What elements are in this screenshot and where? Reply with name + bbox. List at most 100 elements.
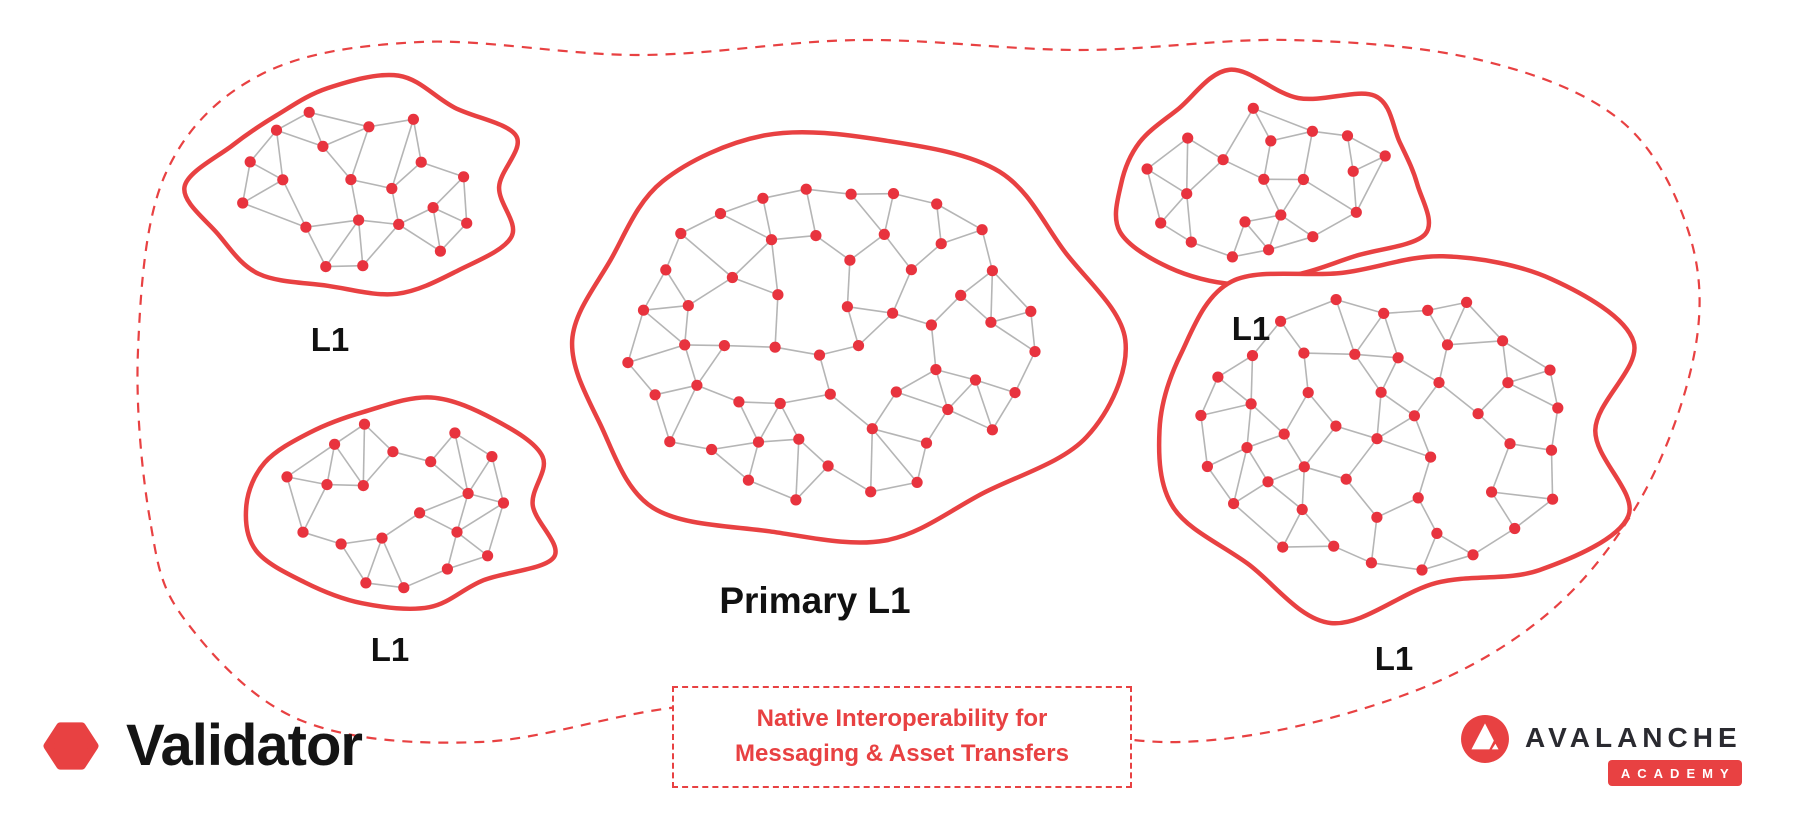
- peer-edge: [398, 223, 441, 252]
- peer-edge: [1267, 481, 1303, 511]
- peer-edge: [1191, 241, 1233, 258]
- cluster-top-right: [1113, 67, 1432, 287]
- validator-node: [1509, 522, 1521, 535]
- validator-node: [774, 397, 786, 410]
- peer-edge: [391, 119, 415, 189]
- peer-edge: [1302, 178, 1357, 213]
- peer-edge: [1376, 437, 1431, 458]
- validator-node: [920, 437, 933, 449]
- peer-edge: [462, 176, 468, 224]
- peer-edge: [1333, 545, 1372, 564]
- validator-node: [718, 340, 731, 352]
- peer-edge: [333, 443, 364, 487]
- peer-edge: [642, 309, 686, 346]
- peer-edge: [846, 260, 851, 307]
- validator-node: [691, 379, 703, 391]
- validator-node: [844, 254, 856, 266]
- validator-node: [1350, 206, 1362, 218]
- validator-node: [335, 538, 347, 550]
- validator-node: [1302, 387, 1314, 399]
- validator-node: [482, 550, 494, 562]
- peer-edge: [1014, 351, 1036, 393]
- peer-edge: [340, 543, 367, 584]
- peer-edge: [1509, 442, 1552, 451]
- peer-edge: [1283, 433, 1305, 468]
- validator-node: [321, 479, 333, 491]
- peer-edge: [305, 226, 327, 267]
- validator-node: [986, 265, 999, 277]
- peer-edge: [1253, 107, 1313, 133]
- peer-edge: [731, 239, 773, 279]
- peer-edge: [1346, 135, 1354, 172]
- peer-edge: [419, 512, 458, 533]
- validator-node: [281, 471, 293, 483]
- peer-edge: [1231, 221, 1246, 258]
- validator-node: [1228, 498, 1240, 510]
- validator-node: [1201, 460, 1213, 473]
- validator-node: [1239, 216, 1251, 228]
- peer-edge: [362, 223, 400, 267]
- peer-edge: [276, 129, 324, 148]
- validator-node: [1416, 564, 1428, 576]
- peer-edge: [1282, 545, 1334, 548]
- peer-edge: [1302, 131, 1314, 180]
- peer-edge: [869, 428, 874, 492]
- validator-node: [1544, 364, 1556, 376]
- validator-node: [765, 234, 778, 246]
- peer-edge: [350, 178, 392, 190]
- validator-node: [1009, 387, 1021, 399]
- peer-edge: [1303, 425, 1337, 468]
- peer-edge: [758, 438, 799, 443]
- validator-node: [649, 389, 661, 401]
- validator-node: [1182, 132, 1194, 144]
- peer-edge: [654, 394, 671, 442]
- validator-node: [1472, 408, 1484, 420]
- peer-edge: [925, 409, 949, 444]
- peer-edge: [1280, 298, 1337, 323]
- peer-edge: [432, 176, 465, 209]
- peer-edge: [305, 219, 359, 228]
- cluster-label-bottom-left: L1: [370, 631, 410, 668]
- validator-node: [1347, 165, 1359, 177]
- validator-node: [1408, 410, 1420, 422]
- validator-node: [345, 174, 357, 186]
- peer-edge: [1146, 137, 1189, 170]
- peer-edge: [325, 219, 360, 268]
- peer-edge: [680, 212, 721, 235]
- validator-node: [866, 423, 878, 435]
- peer-edge: [940, 228, 983, 245]
- peer-edge: [1233, 503, 1284, 548]
- peer-edge: [757, 403, 781, 443]
- validator-node: [1552, 402, 1564, 414]
- peer-edge: [1550, 407, 1559, 451]
- peer-edge: [358, 219, 399, 226]
- validator-node: [733, 396, 745, 408]
- validator-node: [434, 245, 446, 257]
- peer-edge: [720, 212, 772, 241]
- validator-node: [931, 198, 943, 210]
- peer-edge: [1312, 211, 1357, 238]
- peer-edge: [883, 233, 913, 271]
- peer-edge: [326, 483, 364, 487]
- peer-edge: [1280, 214, 1314, 238]
- peer-edge: [467, 456, 493, 494]
- peer-edge: [326, 444, 336, 485]
- peer-edge: [340, 537, 383, 545]
- peer-edge: [1146, 168, 1162, 224]
- peer-edge: [1233, 481, 1269, 505]
- peer-edge: [1217, 354, 1253, 378]
- peer-edge: [1376, 497, 1419, 519]
- peer-edge: [1279, 320, 1305, 354]
- validator-node: [1296, 503, 1308, 516]
- peer-edge: [1251, 320, 1282, 357]
- peer-edge: [1335, 298, 1384, 315]
- validator-node: [726, 271, 739, 284]
- peer-edge: [770, 239, 779, 295]
- validator-node: [1371, 433, 1383, 445]
- peer-edge: [916, 442, 928, 483]
- validator-node: [887, 188, 900, 200]
- peer-edge: [308, 112, 324, 147]
- validator-node: [813, 349, 826, 361]
- peer-edge: [930, 294, 962, 326]
- peer-edge: [1244, 221, 1270, 251]
